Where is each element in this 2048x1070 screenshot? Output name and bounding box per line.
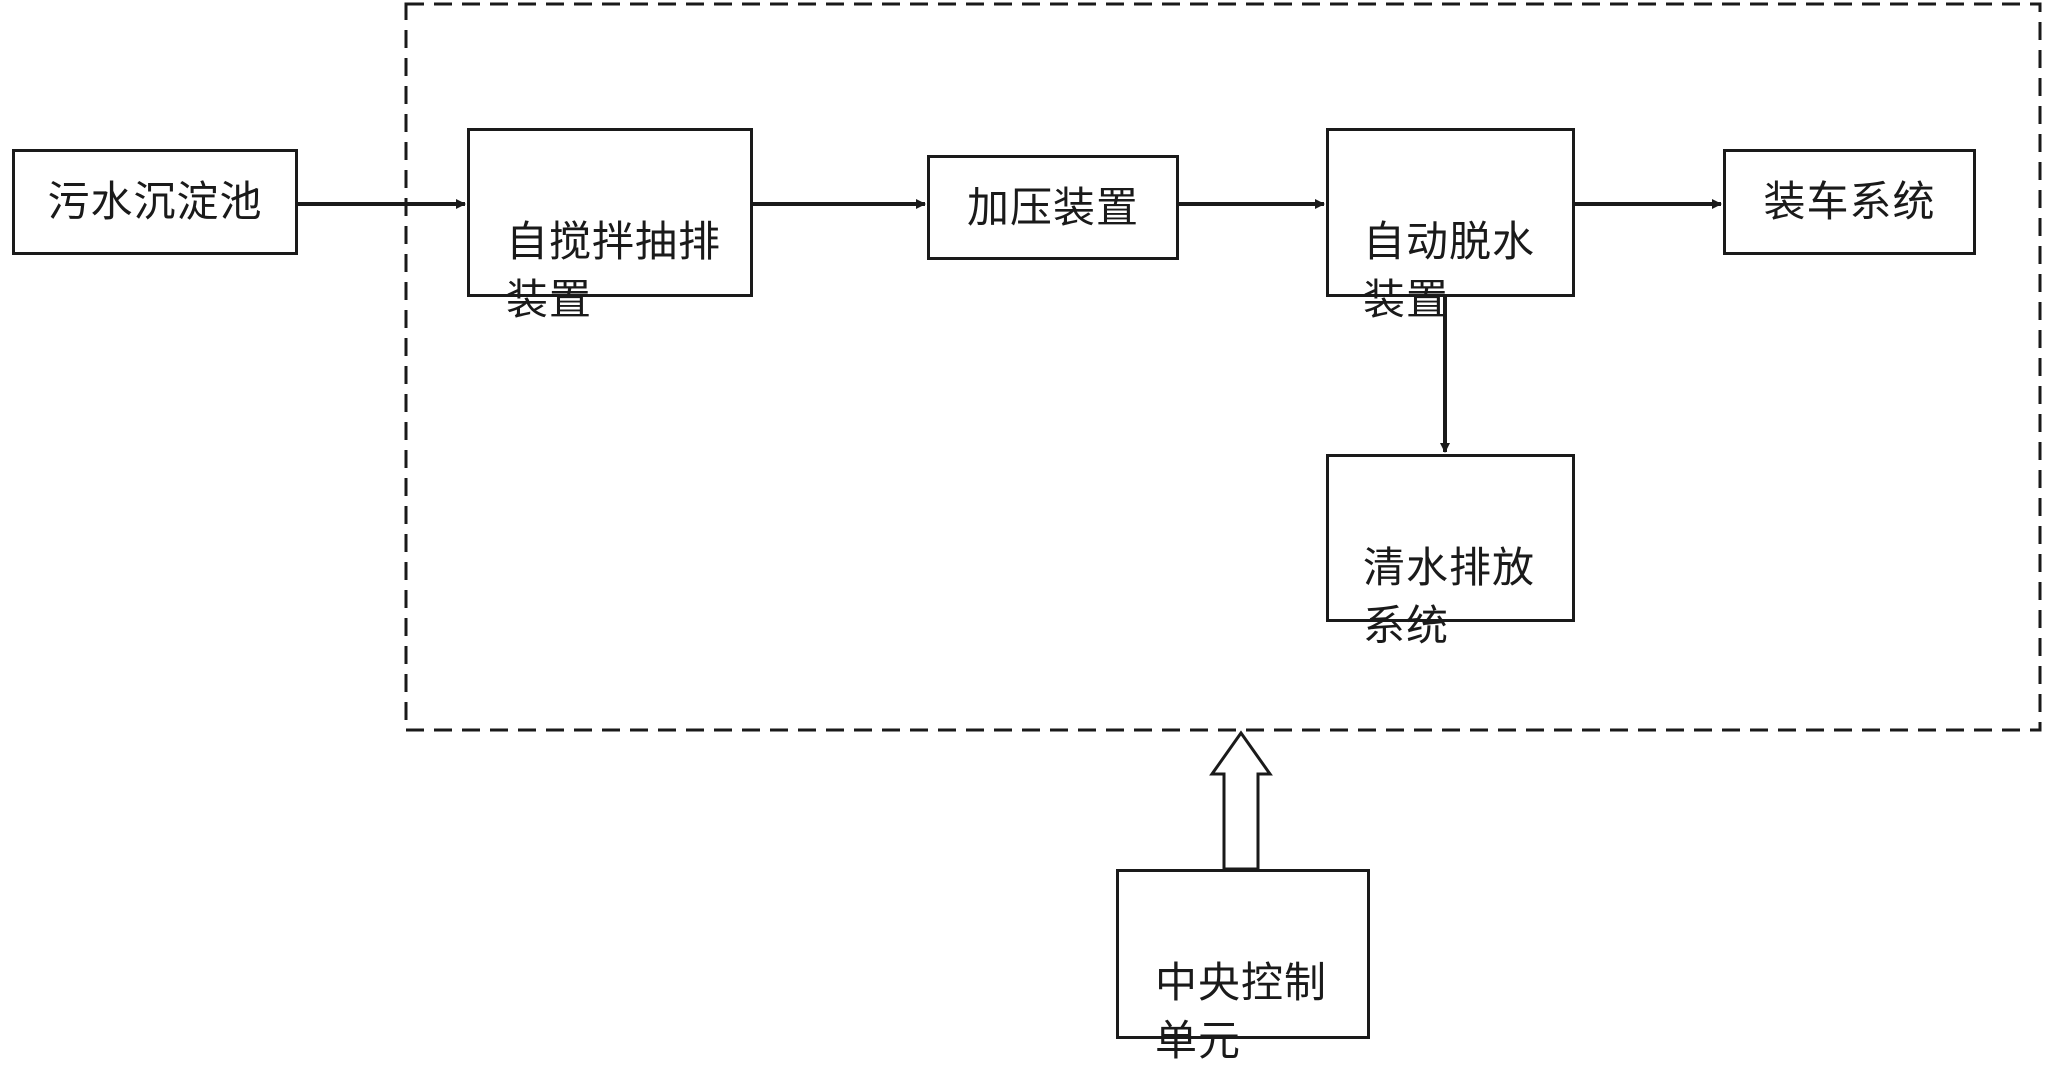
stir-pump-label: 自搅拌抽排 装置 [506,217,722,324]
loading-system-node: 装车系统 [1723,149,1976,255]
pressurize-node: 加压装置 [927,155,1179,260]
auto-dewater-label: 自动脱水 装置 [1363,217,1536,324]
sewage-pool-label: 污水沉淀池 [47,177,263,226]
central-control-node: 中央控制 单元 [1116,869,1370,1065]
pressurize-label: 加压装置 [966,182,1139,232]
central-control-label: 中央控制 单元 [1155,958,1328,1065]
system-boundary [404,2,2042,732]
auto-dewater-node: 自动脱水 装置 [1326,128,1575,324]
loading-system-label: 装车系统 [1763,177,1936,226]
flow-diagram: 污水沉淀池 自搅拌抽排 装置 加压装置 自动脱水 装置 装车系统 清水排放 系统… [12,2,2042,1065]
sewage-pool-node: 污水沉淀池 [12,149,298,255]
clear-water-discharge-label: 清水排放 系统 [1363,543,1536,650]
diagram-connectors [298,2,2042,871]
control-signal-arrow [1209,730,1273,871]
stir-pump-node: 自搅拌抽排 装置 [467,128,753,324]
clear-water-discharge-node: 清水排放 系统 [1326,454,1575,650]
